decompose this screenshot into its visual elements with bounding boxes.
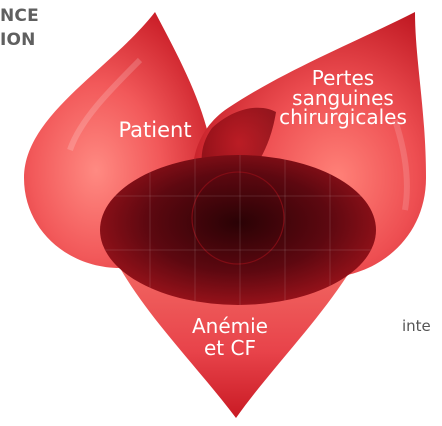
label-anemie: Anémie et CF [175, 316, 285, 359]
label-patient: Patient [100, 119, 210, 141]
label-pertes-line-3: chirurgicales [278, 108, 408, 128]
label-anemie-line-2: et CF [175, 338, 285, 360]
label-anemie-line-1: Anémie [175, 316, 285, 338]
center-ellipse [100, 155, 376, 305]
label-pertes: Pertes sanguines chirurgicales [278, 69, 408, 128]
side-text: inte [402, 317, 431, 335]
